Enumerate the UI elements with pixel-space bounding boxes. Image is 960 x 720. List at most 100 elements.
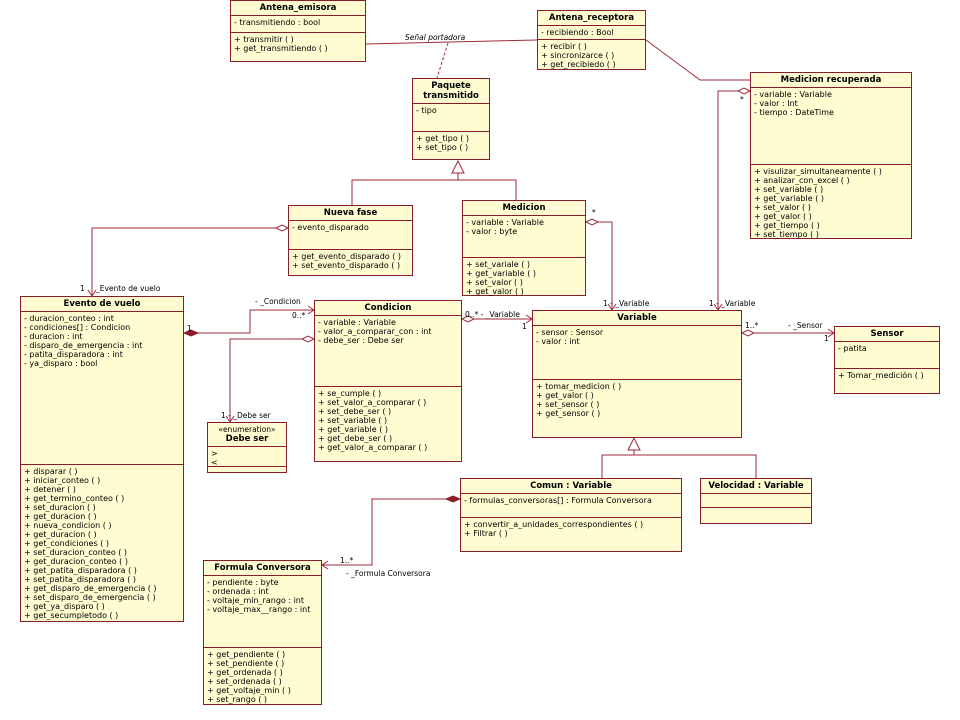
class-name: Debe ser [225, 434, 269, 444]
attributes-section: - recibiendo : Bool [538, 26, 645, 40]
class-condicion: Condicion - variable : Variable - valor_… [314, 300, 462, 462]
operation: + set_duracion ( ) [24, 503, 96, 512]
class-formula-conversora: Formula Conversora - pendiente : byte - … [203, 560, 322, 705]
operation: + set_patita_disparadora ( ) [24, 575, 136, 584]
literal: < [211, 458, 218, 467]
diamond-evento [182, 329, 200, 337]
operations-section: + recibir ( ) + sincronizarce ( ) + get_… [538, 40, 645, 71]
attributes-section: - formulas_conversoras[] : Formula Conve… [461, 494, 681, 518]
operation: + Tomar_medición ( ) [838, 371, 924, 380]
attributes-section: - sensor : Sensor - valor : int [533, 326, 741, 380]
operations-section: + tomar_medicion ( ) + get_valor ( ) + s… [533, 380, 741, 420]
operation: + get_patita_disparadora ( ) [24, 566, 137, 575]
operation: + get_tipo ( ) [416, 134, 470, 143]
operation: + get_ya_disparo ( ) [24, 602, 105, 611]
operations-section: + convertir_a_unidades_correspondientes … [461, 518, 681, 540]
operation: + set_rango ( ) [207, 695, 268, 704]
operations-section: + get_evento_disparado ( ) + set_evento_… [289, 250, 412, 272]
link-generalization-variable [601, 454, 757, 478]
operation: + get_duracion_conteo ( ) [24, 557, 128, 566]
operation: + sincronizarce ( ) [541, 51, 615, 60]
link-antenas [365, 39, 538, 45]
operation: + Filtrar ( ) [464, 529, 508, 538]
operation: + set_evento_disparado ( ) [292, 261, 401, 270]
operation: + get_termino_conteo ( ) [24, 494, 125, 503]
diamond-condicion [300, 335, 316, 343]
attribute: - voltaje_min_rango : int [207, 596, 304, 605]
operation: + get_condiciones ( ) [24, 539, 110, 548]
operations-section: + get_tipo ( ) + set_tipo ( ) [413, 132, 489, 154]
operations-section: + get_pendiente ( ) + set_pendiente ( ) … [204, 648, 321, 706]
attributes-section: - pendiente : byte - ordenada : int - vo… [204, 576, 321, 648]
attributes-section: - duracion_conteo : int - condiciones[] … [21, 312, 183, 465]
operation: + set_tiempo ( ) [754, 230, 819, 239]
operation: + set_variable ( ) [754, 185, 824, 194]
operation: + set_variable ( ) [318, 416, 388, 425]
attributes-section: - patita [835, 342, 939, 369]
operation: + recibir ( ) [541, 42, 587, 51]
link-receptora-medrec [645, 39, 750, 81]
attribute: - debe_ser : Debe ser [318, 336, 404, 345]
class-name: Velocidad : Variable [701, 479, 811, 494]
operation: + disparar ( ) [24, 467, 78, 476]
attribute: - formulas_conversoras[] : Formula Conve… [464, 496, 652, 505]
operation: + get_variable ( ) [754, 194, 824, 203]
attributes-section: - transmitiendo : bool [231, 16, 365, 33]
operation: + get_valor_a_comparar ( ) [318, 443, 428, 452]
class-medicion-recuperada: Medicion recuperada - variable : Variabl… [750, 72, 912, 239]
link-evento-condicion [184, 309, 314, 334]
label-formula-role: - _Formula Conversora [346, 569, 431, 578]
label-senal-portadora: Señal portadora [405, 33, 466, 42]
link-condicion-debeser [229, 338, 314, 422]
operation: + iniciar_conteo ( ) [24, 476, 101, 485]
operation: + get_ordenada ( ) [207, 668, 283, 677]
stereotype: «enumeration» [218, 425, 276, 434]
operation: + get_sensor ( ) [536, 409, 601, 418]
class-name: Sensor [835, 327, 939, 342]
attribute: - duracion_conteo : int [24, 314, 114, 323]
class-name: Evento de vuelo [21, 297, 183, 312]
operation: + set_ordenada ( ) [207, 677, 282, 686]
attribute: - ordenada : int [207, 587, 269, 596]
operation: + get_duracion ( ) [24, 530, 97, 539]
operation: + transmitir ( ) [234, 35, 294, 44]
label-formula-mult: 1..* [340, 556, 354, 565]
class-debe-ser: «enumeration» Debe ser > < [207, 422, 287, 473]
attributes-section: - variable : Variable - valor_a_comparar… [315, 316, 461, 387]
class-antena-receptora: Antena_receptora - recibiendo : Bool + r… [537, 10, 646, 70]
link-generalization-paquete [351, 179, 517, 205]
operation: + set_debe_ser ( ) [318, 407, 392, 416]
attribute: - ya_disparo : bool [24, 359, 98, 368]
operation: + get_valor ( ) [536, 391, 594, 400]
operation: + get_recibiedo ( ) [541, 60, 616, 69]
operation: + visulizar_simultaneamente ( ) [754, 167, 882, 176]
operation: + set_disparo_de_emergencia ( ) [24, 593, 156, 602]
link-comun-formula [322, 498, 460, 566]
diamond-comun [444, 495, 462, 503]
operation: + nueva_condicion ( ) [24, 521, 112, 530]
operation: + set_pendiente ( ) [207, 659, 285, 668]
operation: + analizar_con_excel ( ) [754, 176, 850, 185]
operations-section: + set_variale ( ) + get_variable ( ) + s… [463, 258, 585, 298]
class-name: Comun : Variable [461, 479, 681, 494]
class-header: «enumeration» Debe ser [208, 423, 286, 447]
link-paquete-dashed [436, 42, 449, 79]
operation: + set_valor_a_comparar ( ) [318, 398, 427, 407]
operations-section: + disparar ( ) + iniciar_conteo ( ) + de… [21, 465, 183, 622]
arrow-formula [321, 560, 329, 570]
diamond-medrec [736, 87, 752, 95]
attribute: - patita_disparadora : int [24, 350, 123, 359]
class-name: Paquete transmitido [413, 79, 489, 104]
class-nueva-fase: Nueva fase - evento_disparado + get_even… [288, 205, 413, 276]
triangle-variable [627, 436, 641, 451]
link-medicion-variable [586, 221, 613, 310]
label-medrec-star: * [740, 95, 744, 104]
class-comun: Comun : Variable - formulas_conversoras[… [460, 478, 682, 552]
operation: + get_evento_disparado ( ) [292, 252, 402, 261]
operation: + set_valor ( ) [466, 278, 523, 287]
attribute: - valor : Int [754, 99, 798, 108]
link-medrec-variable [717, 90, 750, 310]
attribute: - condiciones[] : Condicion [24, 323, 131, 332]
operations-section [701, 508, 811, 512]
